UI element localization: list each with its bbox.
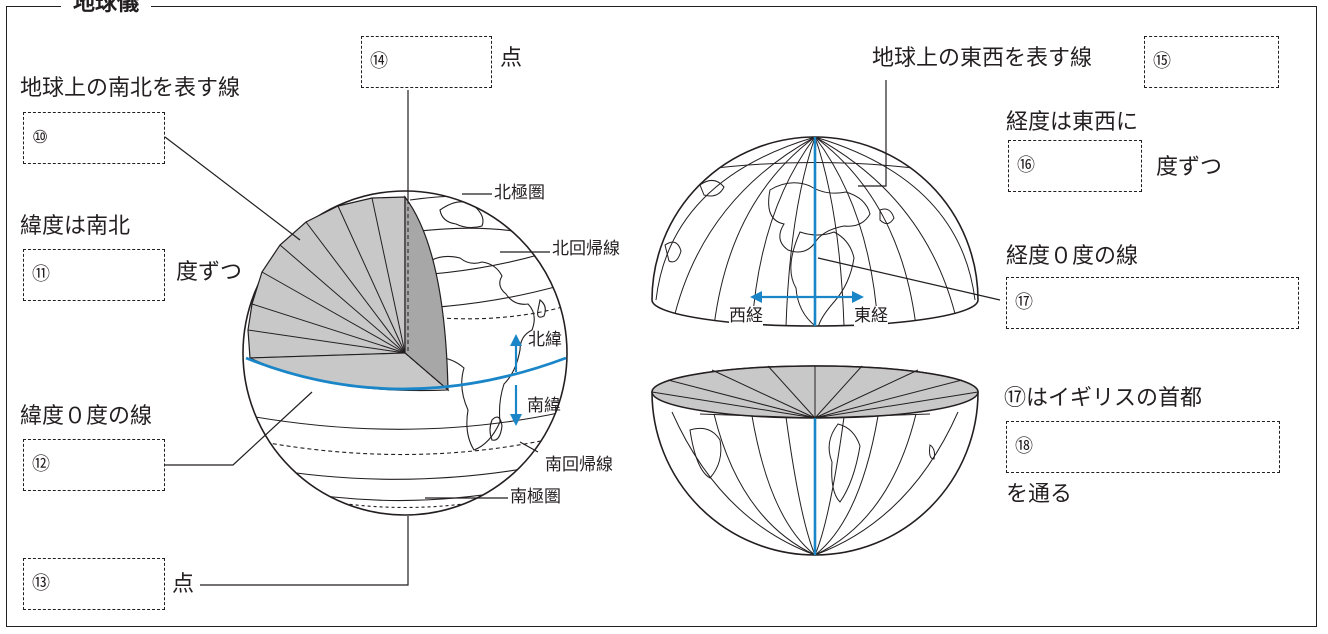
parallel-description: 地球上の東西を表す線: [872, 46, 1093, 71]
arctic-circle-label: 北極圏: [494, 183, 545, 203]
latitude-description: 緯度は南北: [20, 214, 131, 239]
diagram-frame: 地球儀: [6, 0, 1317, 627]
blank-number-17: ⑰: [1015, 292, 1033, 313]
passes-through-label: を通る: [1006, 482, 1073, 507]
blank-number-16: ⑯: [1017, 155, 1035, 176]
answer-box-16[interactable]: ⑯: [1008, 140, 1142, 192]
right-leader-lines: [817, 80, 1001, 301]
southern-hemisphere: [651, 365, 979, 556]
north-latitude-label: 北緯: [528, 330, 562, 350]
answer-box-17[interactable]: ⑰: [1006, 277, 1299, 329]
capital-description: ⑰はイギリスの首都: [1004, 386, 1203, 411]
left-leader-lines: [164, 90, 550, 586]
south-pole-point-label: 点: [172, 572, 195, 597]
blank-number-11: ⑪: [32, 264, 50, 285]
blank-number-18: ⑱: [1015, 436, 1033, 457]
longitude-unit: 度ずつ: [1156, 155, 1223, 180]
left-globe: [242, 190, 568, 516]
answer-box-11[interactable]: ⑪: [23, 249, 165, 301]
blank-number-10: ⑩: [32, 127, 49, 148]
prime-meridian-description: 経度０度の線: [1006, 244, 1139, 269]
tropic-of-capricorn-label: 南回帰線: [545, 455, 613, 475]
answer-box-13[interactable]: ⑬: [23, 558, 165, 610]
west-longitude-label: 西経: [729, 306, 763, 326]
answer-box-14[interactable]: ⑭: [361, 36, 492, 88]
northern-hemisphere: [651, 136, 979, 327]
tropic-of-cancer-label: 北回帰線: [552, 239, 620, 259]
blank-number-15: ⑮: [1153, 51, 1171, 72]
east-longitude-label: 東経: [854, 306, 888, 326]
blank-number-14: ⑭: [370, 51, 388, 72]
longitude-description: 経度は東西に: [1006, 110, 1139, 135]
latitude-unit: 度ずつ: [176, 260, 243, 285]
answer-box-18[interactable]: ⑱: [1006, 421, 1280, 473]
diagram-title: 地球儀: [61, 0, 152, 17]
north-pole-point-label: 点: [500, 46, 523, 71]
equator-description: 緯度０度の線: [20, 404, 153, 429]
answer-box-12[interactable]: ⑫: [23, 439, 165, 491]
south-latitude-label: 南緯: [527, 396, 561, 416]
answer-box-15[interactable]: ⑮: [1144, 36, 1279, 88]
answer-box-10[interactable]: ⑩: [23, 112, 165, 164]
meridian-description: 地球上の南北を表す線: [20, 76, 241, 101]
blank-number-13: ⑬: [32, 573, 50, 594]
antarctic-circle-label: 南極圏: [510, 487, 561, 507]
blank-number-12: ⑫: [32, 454, 50, 475]
